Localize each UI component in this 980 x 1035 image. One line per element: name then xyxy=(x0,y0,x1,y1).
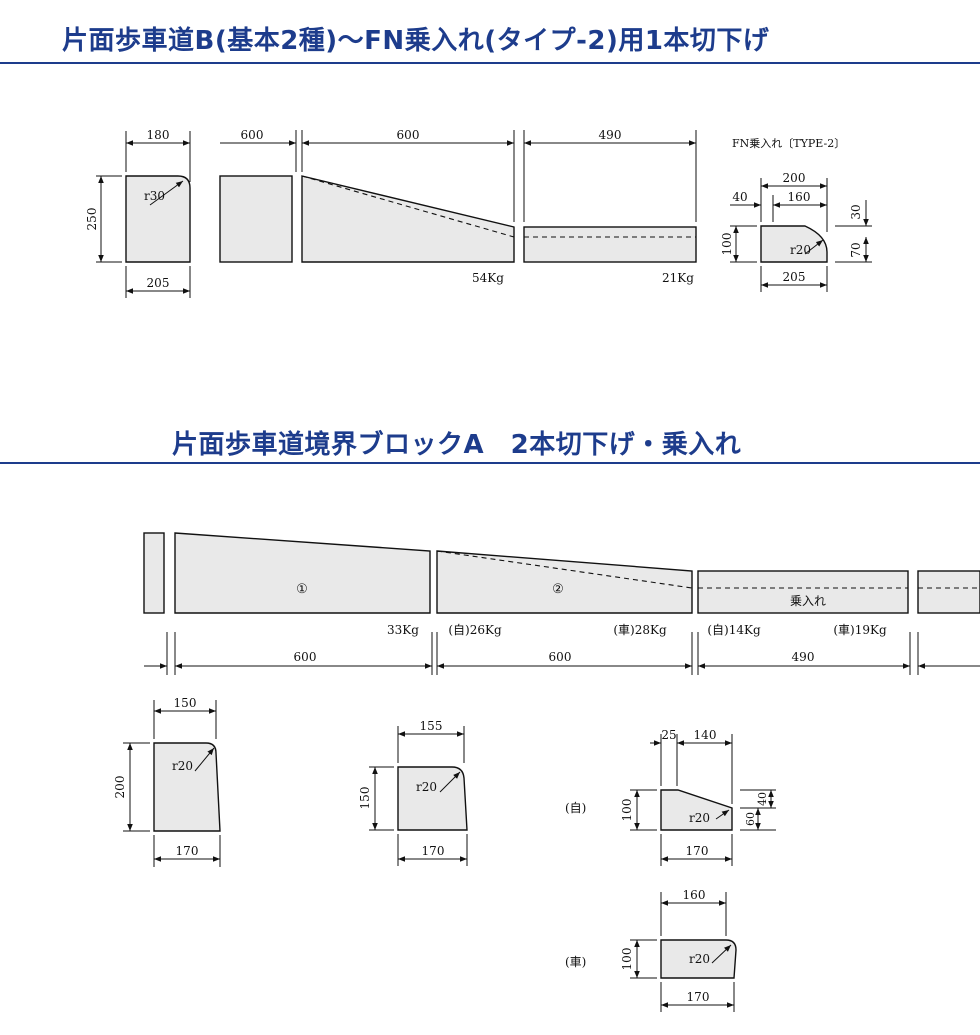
s1-fn-detail: FN乗入れ〔TYPE-2〕 200 xyxy=(720,137,872,292)
section1-rule xyxy=(0,62,980,64)
s2a-radius: r20 xyxy=(172,759,193,773)
s2c-radius: r20 xyxy=(689,811,710,825)
s1-cross-section: 180 250 r30 205 xyxy=(85,128,191,298)
s2-weight-14: (自)14Kg xyxy=(707,623,761,637)
s2c-dim-140: 140 xyxy=(694,728,717,742)
s2d-dim-top: 160 xyxy=(683,888,706,902)
s2b-radius: r20 xyxy=(416,780,437,794)
s2-weight-33: 33Kg xyxy=(387,623,419,637)
s2-block-2: ② xyxy=(552,582,564,597)
s2-weight-19: (車)19Kg xyxy=(833,623,887,637)
s1-fn-dim-200: 200 xyxy=(783,171,806,185)
s1-dim-180: 180 xyxy=(147,128,170,142)
s2c-dim-100: 100 xyxy=(620,799,634,822)
s2a-dim-base: 170 xyxy=(176,844,199,858)
s1-fn-dim-160: 160 xyxy=(788,190,811,204)
s1-side-elevation: 600 600 490 54Kg 21Kg xyxy=(219,128,697,285)
s1-fn-dim-205: 205 xyxy=(783,270,806,284)
s1-dim-600a: 600 xyxy=(241,128,264,142)
s2d-label: (車) xyxy=(565,955,586,969)
section2-title: 片面歩車道境界ブロックA 2本切下げ・乗入れ xyxy=(172,430,742,460)
s1-fn-dim-30: 30 xyxy=(849,204,863,219)
s2c-label: (自) xyxy=(565,801,586,815)
s2c-dim-25: 25 xyxy=(661,728,676,742)
s2-section-b: 155 150 r20 170 xyxy=(358,719,468,866)
s2-block-1: ① xyxy=(296,582,308,597)
s2c-dim-40: 40 xyxy=(756,792,769,806)
s2-section-c: (自) 25 140 xyxy=(565,728,776,866)
s1-fn-dim-100: 100 xyxy=(720,233,734,256)
s2-length-3: 490 xyxy=(792,650,815,664)
s2b-dim-top: 155 xyxy=(420,719,443,733)
s2-weight-28: (車)28Kg xyxy=(613,623,667,637)
s2d-dim-base: 170 xyxy=(687,990,710,1004)
s1-radius-r30: r30 xyxy=(144,189,165,203)
s2b-dim-height: 150 xyxy=(358,787,372,810)
s1-fn-radius: r20 xyxy=(790,243,811,257)
s2d-dim-height: 100 xyxy=(620,948,634,971)
s2a-dim-height: 200 xyxy=(113,776,127,799)
s1-fn-dim-40: 40 xyxy=(732,190,747,204)
s2-section-d: (車) 160 100 r20 170 xyxy=(565,888,737,1012)
section1-title: 片面歩車道B(基本2種)～FN乗入れ(タイプ-2)用1本切下げ xyxy=(62,26,770,56)
s1-weight-21: 21Kg xyxy=(662,271,694,285)
s2c-dim-base: 170 xyxy=(686,844,709,858)
s2b-dim-base: 170 xyxy=(422,844,445,858)
s1-fn-label: FN乗入れ〔TYPE-2〕 xyxy=(732,137,845,150)
s1-dim-250: 250 xyxy=(85,208,99,231)
s2-length-2: 600 xyxy=(549,650,572,664)
s2-length-1: 600 xyxy=(294,650,317,664)
s2c-dim-60: 60 xyxy=(744,812,757,826)
s1-fn-dim-70: 70 xyxy=(849,242,863,257)
s1-dim-600b: 600 xyxy=(397,128,420,142)
s2a-dim-top: 150 xyxy=(174,696,197,710)
s2d-radius: r20 xyxy=(689,952,710,966)
s1-dim-490: 490 xyxy=(599,128,622,142)
s1-dim-205: 205 xyxy=(147,276,170,290)
s1-weight-54: 54Kg xyxy=(472,271,504,285)
s2-block-3: 乗入れ xyxy=(790,594,826,608)
s2-side-elevation: ① ② 乗入れ 33Kg (自)26Kg (車)28Kg (自)14Kg (車)… xyxy=(143,532,980,675)
s2-weight-26: (自)26Kg xyxy=(448,623,502,637)
section2-rule xyxy=(0,462,980,464)
s2-section-a: 150 200 r20 170 xyxy=(113,696,221,867)
